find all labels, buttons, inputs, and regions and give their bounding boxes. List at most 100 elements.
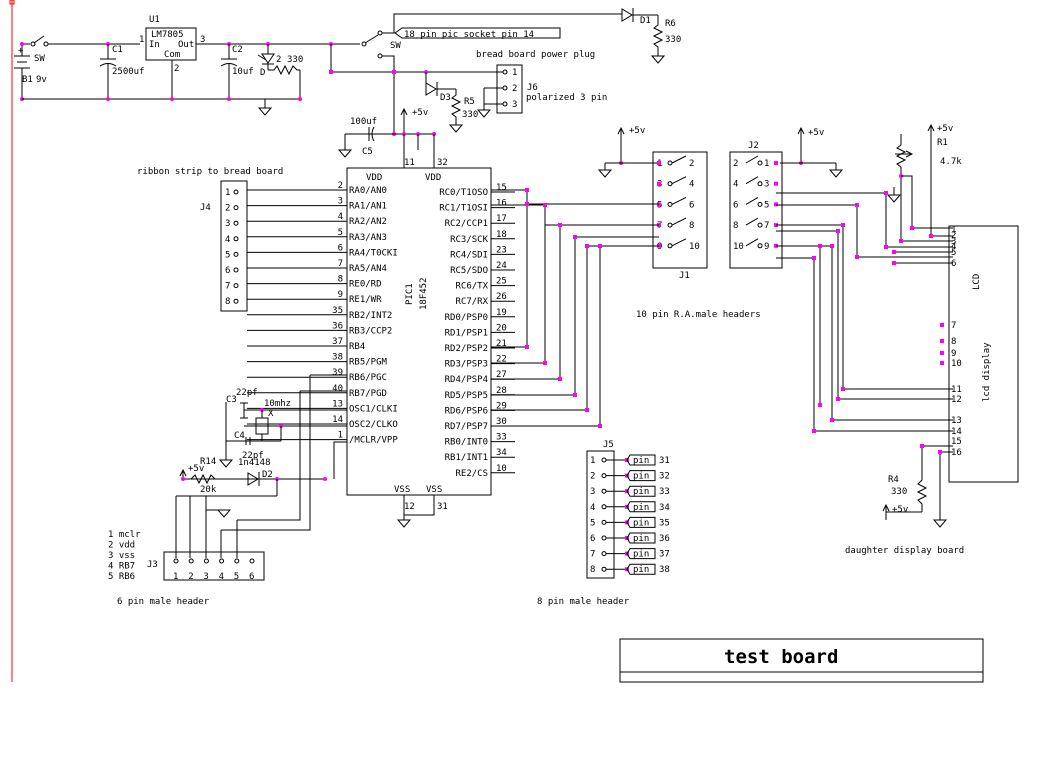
pic-pin-number: 21 [496,339,507,349]
j2-plus5v: +5v [808,128,824,138]
j5-pin-number: 3 [590,487,595,497]
pic-pin-number: 34 [496,448,507,458]
j5-pin-tag: pin [633,518,649,528]
j6-pin-3: 3 [512,100,517,110]
j3-pin-number: 1 [173,572,178,582]
j1-pin-number: 10 [689,242,700,252]
j5-label: J5 [603,440,614,450]
lcd-name: lcd display [982,342,992,402]
pic-pin-number: 7 [338,259,343,269]
lcd-pin-number: 7 [951,321,956,331]
pic-pin-label: RC7/RX [455,297,488,307]
sw1-label: SW [34,54,45,64]
j5-pin-tag-number: 38 [659,565,670,575]
lcd-pin-number: 6 [951,259,956,269]
title-block: test board [619,638,984,683]
j1-connector [652,151,708,269]
lcd-pin-number: 4 [951,242,956,252]
pic-vdd-1: VDD [366,173,382,183]
c5-label: C5 [362,147,373,157]
j4-pin-number: 4 [225,235,230,245]
j4-caption: ribbon strip to bread board [137,167,283,177]
pic-left-pins: RA0/AN02RA1/AN13RA2/AN24RA3/AN35RA4/T0CK… [247,181,398,446]
u1-com: Com [164,50,180,60]
u1-in: In [149,40,160,50]
j2-pin-number: 8 [733,221,738,231]
lcd-pin-number: 14 [951,427,962,437]
pic-pin-label: RA4/T0CKI [349,248,398,258]
pic-pin-label: RB5/PGM [349,358,388,368]
r4-value: 330 [891,487,907,497]
j1-pin-number: 4 [689,180,694,190]
j3-legend-item: 1 mclr [108,530,141,540]
r14-value: 20k [200,485,217,495]
j3-legend-item: 4 RB7 [108,562,135,572]
j2-pin-number: 7 [764,221,769,231]
j3-pin-number: 6 [249,572,254,582]
j1-pin-number: 8 [689,221,694,231]
lcd-pin-number: 11 [951,385,962,395]
lcd-pin-number: 8 [951,337,956,347]
j2-label: J2 [748,141,759,151]
pic-pin-number: 30 [496,417,507,427]
lcd-pin-number: 2 [951,231,956,241]
j5-pin-tag: pin [633,534,649,544]
j2-pin-number: 4 [733,180,738,190]
pic-pin-number: 22 [496,355,507,365]
vdd-plus5v: +5v [412,108,428,118]
crystal-value: 10mhz [264,399,291,409]
pic-bottom-pin-12: 12 [404,502,415,512]
j1-pin-number: 2 [689,159,694,169]
lcd-pin-number: 12 [951,395,962,405]
pic-pin-number: 6 [338,243,343,253]
u1-label: U1 [149,15,160,25]
u1-out: Out [178,40,194,50]
pic-pin-number: 28 [496,386,507,396]
pic-pin-number: 15 [496,183,507,193]
j3-pin-number: 5 [234,572,239,582]
bread-board-label: bread board power plug [476,50,595,60]
b1-label: B1 [22,75,33,85]
pic-pin-label: RD0/PSP0 [445,313,488,323]
pic-pin-label: RC3/SCK [450,235,489,245]
pic-pin-number: 38 [332,353,343,363]
led-resistor-value: 330 [287,55,303,65]
j5-pin-tag: pin [633,487,649,497]
j2-pin-number: 1 [764,159,769,169]
pic-pin-number: 13 [332,399,343,409]
oscillator-section: C3 22pf C4 22pf 10mhz X [218,388,347,468]
led-label: D [260,68,265,78]
j1-label: J1 [679,271,690,281]
u1-part: LM7805 [151,30,184,40]
pic-top-pin-11: 11 [404,158,415,168]
pic-pin-label: RB3/CCP2 [349,326,392,336]
pic-chip [346,167,492,496]
j5-pin-tag: pin [633,472,649,482]
r5-label: R5 [464,97,475,107]
b1-volt: 9v [36,75,47,85]
pic-pin-label: RB4 [349,342,365,352]
battery-plus: + [18,46,24,56]
pic-pin-label: RC6/TX [455,282,488,292]
pic-pin-number: 25 [496,277,507,287]
lcd-caption: daughter display board [845,546,964,556]
pic-pin-label: RC4/SDI [450,250,488,260]
u1-pin1: 1 [139,35,144,45]
sw2-label: SW [390,41,401,51]
lcd-pin-number: 10 [951,359,962,369]
lcd-pin-number: 3 [951,237,956,247]
c5-value: 100uf [350,117,377,127]
c1-label: C1 [112,45,123,55]
j5-pin-tag-number: 32 [659,472,670,482]
d3-label: D3 [440,93,451,103]
r1-label: R1 [937,138,948,148]
pic-vss-1: VSS [394,485,410,495]
d2-label: D2 [262,470,273,480]
pic-pin-number: 14 [332,415,343,425]
pic-pin-label: RA3/AN3 [349,233,387,243]
j1-plus5v: +5v [629,126,645,136]
j5-pin-tag-number: 35 [659,518,670,528]
